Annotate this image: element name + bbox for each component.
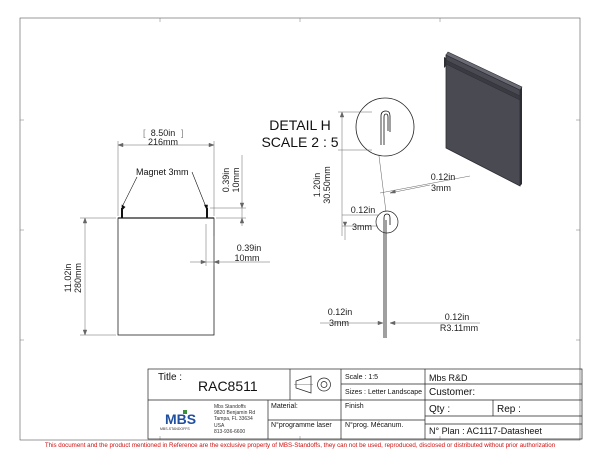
plan-number: N° Plan : AC1117-Datasheet xyxy=(429,426,542,436)
sizes-label: Sizes : Letter Landscape xyxy=(345,389,423,396)
thickness-mm: 3mm xyxy=(431,183,451,193)
thickness-dimension xyxy=(379,175,471,194)
address-line: USA xyxy=(214,422,225,429)
title-block-grid xyxy=(147,368,583,440)
height-in-label: 11.02in xyxy=(63,264,73,293)
company-label: Mbs R&D xyxy=(429,373,468,383)
thickness-in: 0.12in xyxy=(431,172,456,182)
magnet-offset-in: 0.39in xyxy=(221,168,231,193)
width-in-bracket: [ xyxy=(143,128,146,138)
detail-title: DETAIL H xyxy=(269,117,330,133)
scale-label: Scale : 1:5 xyxy=(345,374,379,381)
detail-leader xyxy=(378,155,387,213)
bottom-thickness-dimension xyxy=(320,320,384,326)
rep-label: Rep : xyxy=(497,404,521,415)
height-dimension xyxy=(80,217,116,336)
magnet-leaders xyxy=(121,171,208,212)
projection-symbol xyxy=(294,375,331,394)
height-mm-label: 280mm xyxy=(73,263,83,293)
detail-gap-dimension xyxy=(342,214,378,240)
front-view-outline xyxy=(117,217,215,336)
side-offset-dimension xyxy=(190,224,270,266)
company-address: Mbs Standoffs 9820 Benjamin Rd Tampa, FL… xyxy=(214,404,255,435)
width-in-label: 8.50in xyxy=(151,128,176,138)
detail-height-mm: 30.50mm xyxy=(322,166,332,204)
footer-notice: This document and the product mentioned … xyxy=(44,442,556,449)
programme-laser-label: N°programme laser xyxy=(271,422,332,429)
detail-height-dimension xyxy=(338,111,372,236)
magnet-label: Magnet 3mm xyxy=(136,167,189,177)
magnet-markers xyxy=(121,208,208,218)
address-line: 9820 Benjamin Rd xyxy=(214,410,256,417)
width-dimension xyxy=(117,141,215,216)
side-offset-in: 0.39in xyxy=(237,243,262,253)
detail-gap-in: 0.12in xyxy=(351,205,376,215)
detail-callout-circle xyxy=(375,210,399,234)
radius-mm: R3.11mm xyxy=(440,323,478,333)
title-label: Title : xyxy=(158,372,183,383)
prog-mecanum-label: N°prog. Mécanum. xyxy=(345,422,404,429)
mbs-logo: MBS MBS-STANDOFFS xyxy=(157,404,212,432)
title-value: RAC8511 xyxy=(198,378,258,394)
detail-circle xyxy=(355,97,415,157)
magnet-offset-dimension xyxy=(210,155,246,226)
bottom-thickness-in: 0.12in xyxy=(328,307,353,317)
width-in-bracket-close: ] xyxy=(181,128,184,138)
radius-dimension xyxy=(389,320,480,326)
address-line: Mbs Standoffs xyxy=(214,404,246,410)
svg-text:MBS-STANDOFFS: MBS-STANDOFFS xyxy=(160,427,190,431)
address-line: Tampa, FL 33634 xyxy=(214,416,253,423)
radius-in: 0.12in xyxy=(445,312,470,322)
width-mm-label: 216mm xyxy=(148,137,178,147)
side-profile-view xyxy=(383,213,391,338)
svg-text:MBS: MBS xyxy=(165,411,196,427)
customer-label: Customer: xyxy=(429,387,476,398)
address-line: 813-936-6600 xyxy=(214,428,246,435)
qty-label: Qty : xyxy=(429,404,451,415)
detail-gap-mm: 3mm xyxy=(352,222,372,232)
detail-height-in: 1.20in xyxy=(312,173,322,198)
side-offset-mm: 10mm xyxy=(234,253,259,263)
detail-profile xyxy=(380,110,391,145)
detail-scale: SCALE 2 : 5 xyxy=(261,134,338,150)
finish-label: Finish xyxy=(345,403,364,410)
material-label: Material: xyxy=(271,403,298,410)
magnet-offset-mm: 10mm xyxy=(231,167,241,192)
iso-panel-view xyxy=(444,51,523,187)
bottom-thickness-mm: 3mm xyxy=(329,318,349,328)
